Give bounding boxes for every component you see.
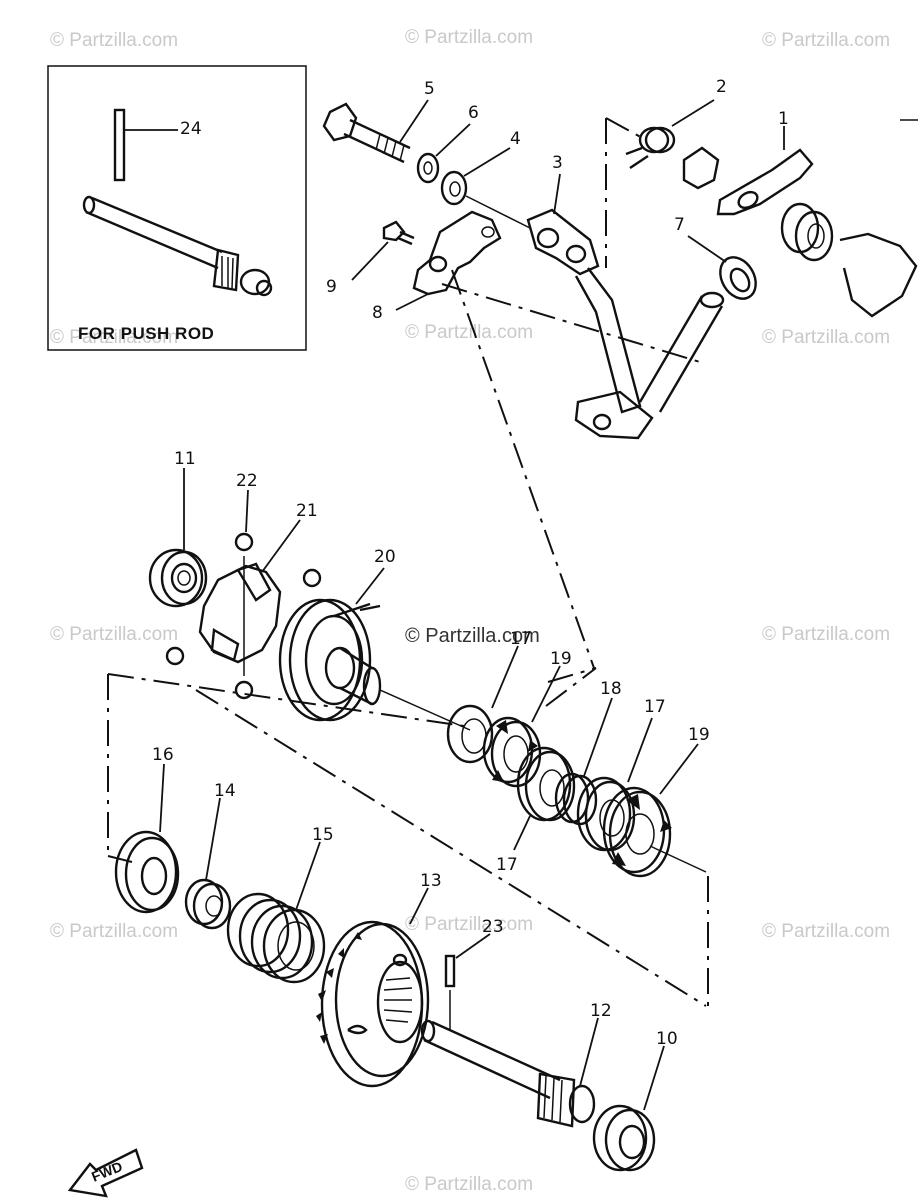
callout-7: 7 (674, 215, 685, 235)
callout-14: 14 (214, 781, 236, 801)
callout-4: 4 (510, 129, 521, 149)
fwd-label: FWD (89, 1158, 125, 1185)
push-rod (82, 195, 273, 297)
cam (198, 556, 282, 676)
push-rod-inset: FOR PUSH ROD (47, 65, 307, 351)
collar (184, 878, 232, 930)
watermark: © Partzilla.com (50, 921, 178, 942)
bearing (592, 1104, 656, 1172)
callout-22: 22 (236, 471, 258, 491)
bearing (148, 548, 208, 608)
bolt (322, 102, 411, 164)
watermark: © Partzilla.com (50, 30, 178, 51)
watermark-layer: © Partzilla.com © Partzilla.com © Partzi… (50, 27, 890, 1195)
callout-17b: 17 (496, 855, 518, 875)
callout-2: 2 (716, 77, 727, 97)
callout-labels: 1 2 3 4 5 6 7 8 9 10 11 12 13 14 15 16 1… (152, 77, 789, 1049)
callout-17a: 17 (510, 629, 532, 649)
screw (382, 220, 415, 246)
oil-seal (719, 256, 757, 300)
shift-arm (716, 148, 814, 216)
ball (165, 646, 185, 666)
callout-1: 1 (778, 109, 789, 129)
callout-13: 13 (420, 871, 442, 891)
plate-19b (602, 786, 672, 878)
callout-16: 16 (152, 745, 174, 765)
watermark: © Partzilla.com (762, 624, 890, 645)
watermark: © Partzilla.com (405, 1174, 533, 1195)
watermark: © Partzilla.com (405, 27, 533, 48)
ball (234, 532, 254, 552)
watermark: © Partzilla.com (50, 327, 178, 348)
callout-19a: 19 (550, 649, 572, 669)
callout-23: 23 (482, 917, 504, 937)
kick-axle (420, 1019, 596, 1128)
callout-10: 10 (656, 1029, 678, 1049)
callout-24: 24 (180, 119, 202, 139)
callout-6: 6 (468, 103, 479, 123)
callout-15: 15 (312, 825, 334, 845)
clutch-boss (278, 598, 382, 722)
washer (416, 152, 440, 184)
watermark: © Partzilla.com (762, 327, 890, 348)
watermark: © Partzilla.com (762, 921, 890, 942)
bearing (780, 202, 918, 318)
callout-17d: 17 (644, 697, 666, 717)
spring (625, 126, 676, 169)
fwd-arrow: FWD (67, 1148, 144, 1198)
kick-gear (316, 920, 430, 1088)
callout-5: 5 (424, 79, 435, 99)
oil-seal (114, 830, 180, 914)
callout-21: 21 (296, 501, 318, 521)
callout-20: 20 (374, 547, 396, 567)
kick-spring (226, 892, 326, 984)
inset-label: FOR PUSH ROD (78, 324, 214, 343)
shift-lever (526, 208, 654, 440)
kick-axle-assembly (114, 830, 656, 1172)
kick-gear-assembly (107, 532, 709, 1007)
callout-19b: 19 (688, 725, 710, 745)
plate-17 (446, 704, 494, 764)
callout-3: 3 (552, 153, 563, 173)
pin (444, 954, 456, 988)
callout-18: 18 (600, 679, 622, 699)
shift-shaft (638, 291, 725, 413)
plate (412, 210, 502, 296)
callout-9: 9 (326, 277, 337, 297)
collar (682, 146, 720, 190)
watermark: © Partzilla.com (762, 30, 890, 51)
callout-11: 11 (174, 449, 196, 469)
watermark: © Partzilla.com (405, 914, 533, 935)
plate-stack (446, 704, 707, 878)
shift-lever-assembly (322, 102, 918, 669)
watermark: © Partzilla.com (50, 624, 178, 645)
ball (302, 568, 322, 588)
callout-12: 12 (590, 1001, 612, 1021)
callout-8: 8 (372, 303, 383, 323)
plate-17b (516, 746, 576, 822)
leader-lines (159, 99, 785, 1111)
washer (440, 170, 468, 206)
watermark: © Partzilla.com (405, 322, 533, 343)
watermark-center: © Partzilla.com (405, 625, 540, 647)
ball (234, 680, 254, 700)
